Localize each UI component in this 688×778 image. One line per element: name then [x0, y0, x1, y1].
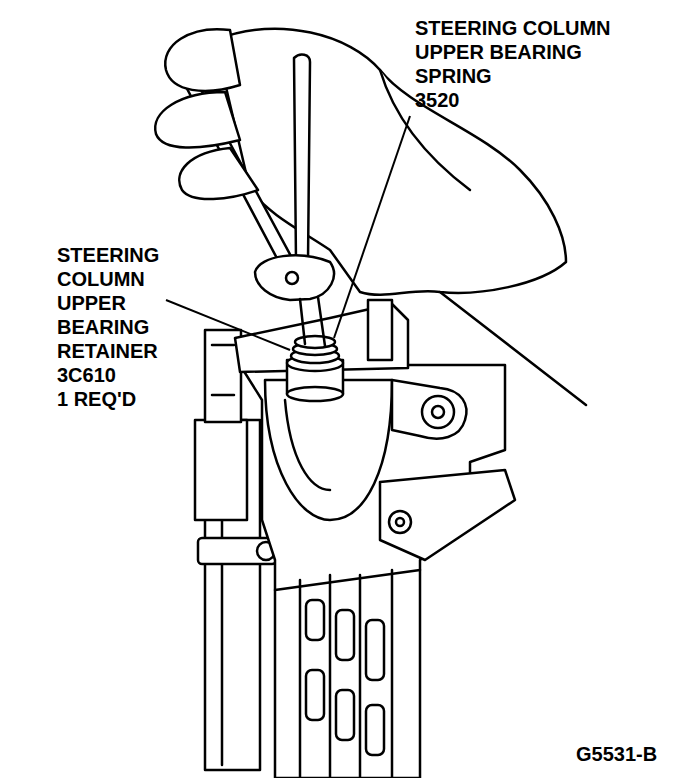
- column-housing: [195, 300, 515, 778]
- column-housing: [336, 610, 354, 660]
- column-housing: [195, 420, 247, 520]
- column-housing: [299, 580, 302, 778]
- column-housing: [285, 400, 330, 490]
- snap-ring-pliers: [318, 297, 325, 346]
- quantity-note: 1 REQ'D: [57, 387, 136, 411]
- snap-ring-pliers: [255, 255, 334, 300]
- part-name: STEERING COLUMN UPPER BEARING SPRING: [415, 16, 630, 88]
- fingers: [179, 148, 258, 199]
- hand: [215, 29, 566, 295]
- column-housing: [212, 344, 234, 347]
- leader-line: [166, 300, 290, 350]
- upper-bearing: [287, 336, 343, 401]
- column-housing: [391, 570, 394, 778]
- column-housing: [389, 511, 411, 533]
- snap-ring-pliers: [294, 55, 310, 262]
- column-housing: [392, 380, 466, 439]
- figure-number: G5531-B: [576, 742, 657, 766]
- part-name: STEERING COLUMN UPPER BEARING RETAINER: [57, 243, 159, 363]
- snap-ring-pliers: [176, 62, 292, 264]
- column-housing: [212, 394, 234, 397]
- upper-bearing: [295, 336, 335, 348]
- snap-ring-pliers: [286, 272, 298, 284]
- leader-line: [334, 116, 410, 338]
- column-housing: [366, 705, 384, 755]
- upper-bearing: [287, 387, 343, 401]
- column-housing: [265, 380, 392, 520]
- fingers: [165, 29, 240, 91]
- hand: [380, 70, 470, 190]
- leader-line: [166, 116, 410, 350]
- part-number: 3C610: [57, 363, 116, 387]
- column-housing: [329, 575, 332, 778]
- column-housing: [275, 570, 420, 590]
- column-housing: [359, 575, 362, 778]
- snap-ring-pliers: [300, 299, 305, 344]
- fingers: [155, 29, 258, 199]
- column-housing: [422, 396, 454, 428]
- column-housing: [368, 300, 392, 360]
- hand: [440, 292, 586, 405]
- column-housing: [432, 406, 444, 418]
- column-housing: [380, 470, 515, 560]
- fingers: [155, 92, 240, 148]
- column-housing: [198, 538, 276, 564]
- part-number: 3520: [415, 88, 460, 112]
- column-housing: [306, 670, 324, 720]
- column-housing: [396, 518, 404, 526]
- column-housing: [366, 620, 384, 680]
- column-housing: [336, 690, 354, 740]
- column-housing: [306, 600, 324, 640]
- column-housing: [240, 365, 505, 778]
